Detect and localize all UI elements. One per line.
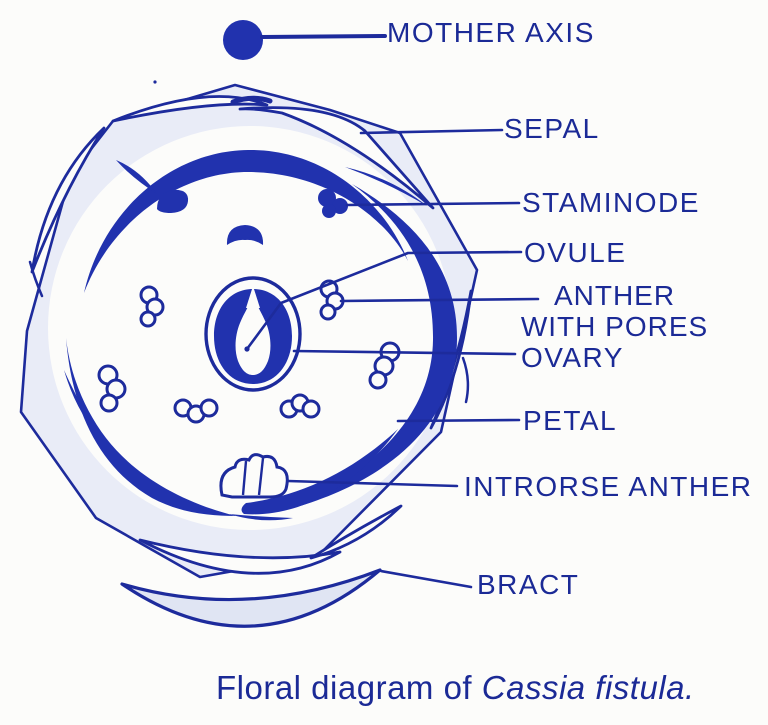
petal-edge-dash-bottom <box>229 514 293 521</box>
sepal-crescent-bottom <box>138 538 342 575</box>
label-mother-axis: MOTHER AXIS <box>387 17 595 48</box>
sepal-crescent-top-right <box>238 106 435 210</box>
label-sepal: SEPAL <box>504 113 600 144</box>
leader-mother-axis <box>260 34 387 39</box>
sepal-crescents <box>30 95 473 575</box>
ovary-group <box>204 276 302 392</box>
leader-lines <box>244 128 540 589</box>
bract-shape <box>120 568 382 628</box>
caption-prefix: Floral diagram of <box>216 669 482 706</box>
petal-arc-top <box>84 149 408 293</box>
label-anther-line2: WITH PORES <box>520 311 709 343</box>
bract-group <box>120 568 382 628</box>
leader-staminode <box>345 201 521 207</box>
caption-species-name: Cassia fistula. <box>481 669 695 706</box>
petal-arc-right <box>300 184 458 506</box>
petal-edge-dash-top-left <box>116 160 157 194</box>
leader-petal <box>396 418 521 423</box>
anther-bottom-left <box>173 398 219 424</box>
label-anther-with-pores: ANTHER WITH PORES <box>512 280 717 343</box>
ovule-dot <box>244 346 250 352</box>
staminodes <box>157 189 348 245</box>
anther-whorl <box>97 279 401 499</box>
staminode-top-center <box>226 225 264 245</box>
label-ovule: OVULE <box>524 237 627 268</box>
anther-mid-left <box>139 285 165 328</box>
leader-ovary <box>292 349 517 356</box>
dash-left <box>28 260 44 298</box>
leader-sepal <box>359 128 504 135</box>
anther-lower-left <box>97 364 127 413</box>
staminode-top-right <box>318 189 348 218</box>
figure-caption: Floral diagram of Cassia fistula. <box>216 669 695 707</box>
label-introrse-anther: INTRORSE ANTHER <box>464 471 753 502</box>
label-bract: BRACT <box>477 569 580 600</box>
sepal-crescent-top-left <box>111 95 269 123</box>
leader-bract <box>379 569 473 589</box>
dash-right <box>461 356 470 404</box>
petal-arc-left <box>66 338 236 516</box>
label-staminode: STAMINODE <box>522 187 700 218</box>
label-anther-line1: ANTHER <box>553 280 676 311</box>
leader-ovule <box>245 250 523 351</box>
ovary-notch <box>246 286 260 308</box>
leader-anther-with-pores <box>339 297 540 303</box>
sepal-crescent-right <box>429 289 473 430</box>
mother-axis-group <box>223 20 387 60</box>
anther-bottom-right <box>279 393 321 419</box>
dash-top <box>230 95 273 105</box>
label-ovary: OVARY <box>521 342 624 373</box>
label-petal: PETAL <box>523 405 618 436</box>
ink-speck <box>153 80 157 84</box>
petal-whorl <box>64 149 458 521</box>
mother-axis-dot <box>223 20 263 60</box>
introrse-anther-shape <box>219 453 289 499</box>
staminode-top-left <box>157 189 189 213</box>
outline-dashes <box>28 80 470 404</box>
petal-arc-bottom <box>241 429 398 515</box>
leader-introrse-anther <box>286 479 459 488</box>
sepal-crescent-bottom-right <box>309 504 403 560</box>
